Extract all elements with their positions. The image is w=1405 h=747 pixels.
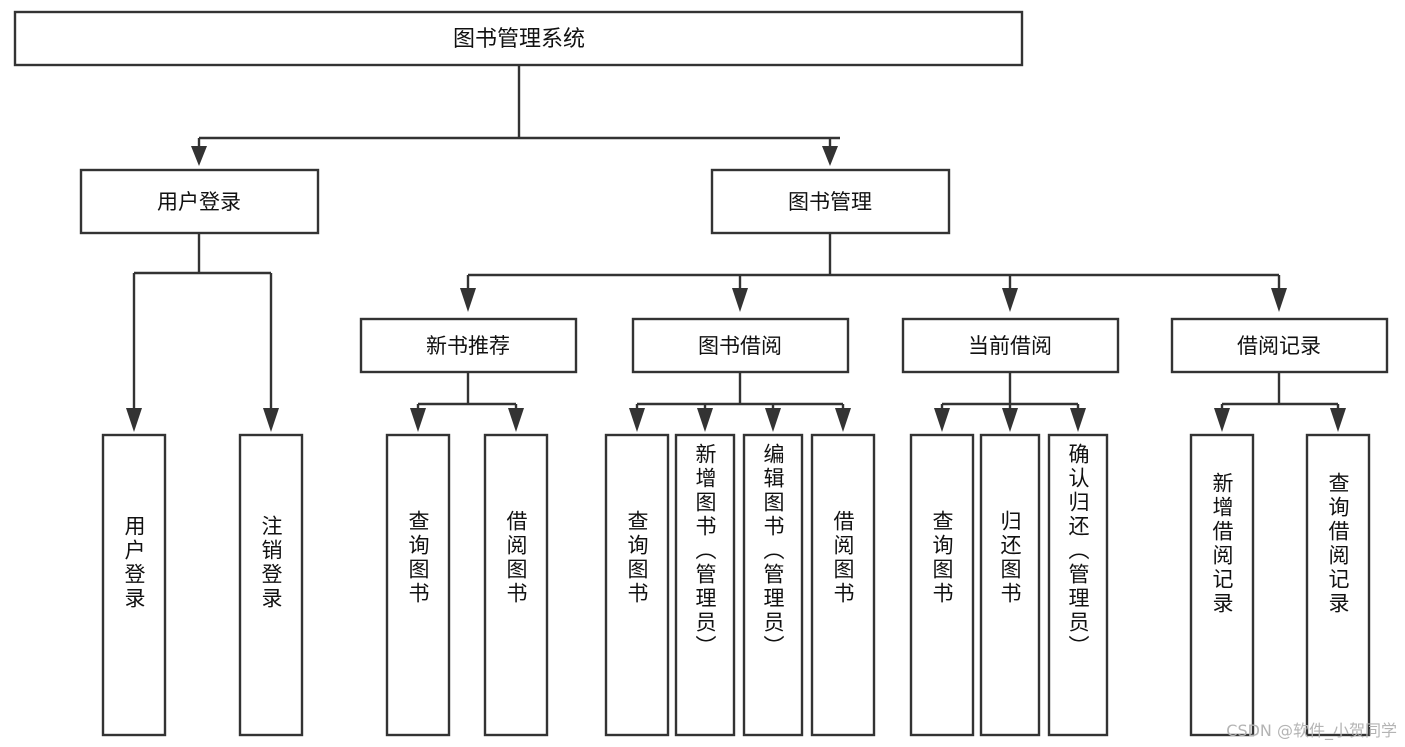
- node-root-box[interactable]: [13, 10, 1024, 67]
- node-borrow-record-label: 借阅记录: [1237, 334, 1321, 358]
- arrow-to-borrow-record: [1271, 288, 1287, 312]
- node-book-borrow-label: 图书借阅: [698, 334, 782, 358]
- connector-layer: [126, 65, 1346, 432]
- leaf-box-new-book-2[interactable]: [483, 433, 549, 737]
- arrow-to-new-book: [460, 288, 476, 312]
- arrow-leaf-user-login-1: [126, 408, 142, 432]
- arrow-leaf-current-borrow-1: [934, 408, 950, 432]
- leaf-box-current-borrow-2[interactable]: [979, 433, 1041, 737]
- arrow-leaf-borrow-record-1: [1214, 408, 1230, 432]
- node-user-login-label: 用户登录: [157, 190, 241, 214]
- leaf-box-current-borrow-3[interactable]: [1047, 433, 1109, 737]
- arrow-leaf-book-borrow-4: [835, 408, 851, 432]
- leaf-box-book-borrow-2[interactable]: [674, 433, 736, 737]
- arrow-leaf-new-book-2: [508, 408, 524, 432]
- arrow-leaf-new-book-1: [410, 408, 426, 432]
- node-current-borrow-label: 当前借阅: [968, 334, 1052, 358]
- node-borrow-record-box[interactable]: [1170, 317, 1389, 374]
- arrow-leaf-user-login-2: [263, 408, 279, 432]
- arrow-leaf-book-borrow-1: [629, 408, 645, 432]
- leaf-box-book-borrow-4[interactable]: [810, 433, 876, 737]
- node-user-login-box[interactable]: [79, 168, 320, 235]
- arrow-to-user-login: [191, 146, 207, 166]
- arrow-leaf-current-borrow-2: [1002, 408, 1018, 432]
- arrow-to-current-borrow: [1002, 288, 1018, 312]
- leaf-box-user-login-2[interactable]: [238, 433, 304, 737]
- node-book-manage-box[interactable]: [710, 168, 951, 235]
- node-layer: 图书管理系统 用户登录 图书管理 新书推荐 图书借阅 当前借阅 借阅记录: [13, 10, 1389, 737]
- node-book-manage-label: 图书管理: [788, 190, 872, 214]
- node-current-borrow-box[interactable]: [901, 317, 1120, 374]
- arrow-leaf-book-borrow-2: [697, 408, 713, 432]
- arrow-leaf-borrow-record-2: [1330, 408, 1346, 432]
- leaf-box-borrow-record-1[interactable]: [1189, 433, 1255, 737]
- leaf-box-user-login-1[interactable]: [101, 433, 167, 737]
- arrow-leaf-current-borrow-3: [1070, 408, 1086, 432]
- node-new-book-label: 新书推荐: [426, 334, 510, 358]
- node-new-book-box[interactable]: [359, 317, 578, 374]
- leaf-box-new-book-1[interactable]: [385, 433, 451, 737]
- leaf-box-current-borrow-1[interactable]: [909, 433, 975, 737]
- leaf-box-book-borrow-3[interactable]: [742, 433, 804, 737]
- leaf-box-book-borrow-1[interactable]: [604, 433, 670, 737]
- node-root-label: 图书管理系统: [453, 27, 585, 52]
- leaf-box-borrow-record-2[interactable]: [1305, 433, 1371, 737]
- arrow-to-book-manage: [822, 146, 838, 166]
- arrow-to-book-borrow: [732, 288, 748, 312]
- node-book-borrow-box[interactable]: [631, 317, 850, 374]
- arrow-leaf-book-borrow-3: [765, 408, 781, 432]
